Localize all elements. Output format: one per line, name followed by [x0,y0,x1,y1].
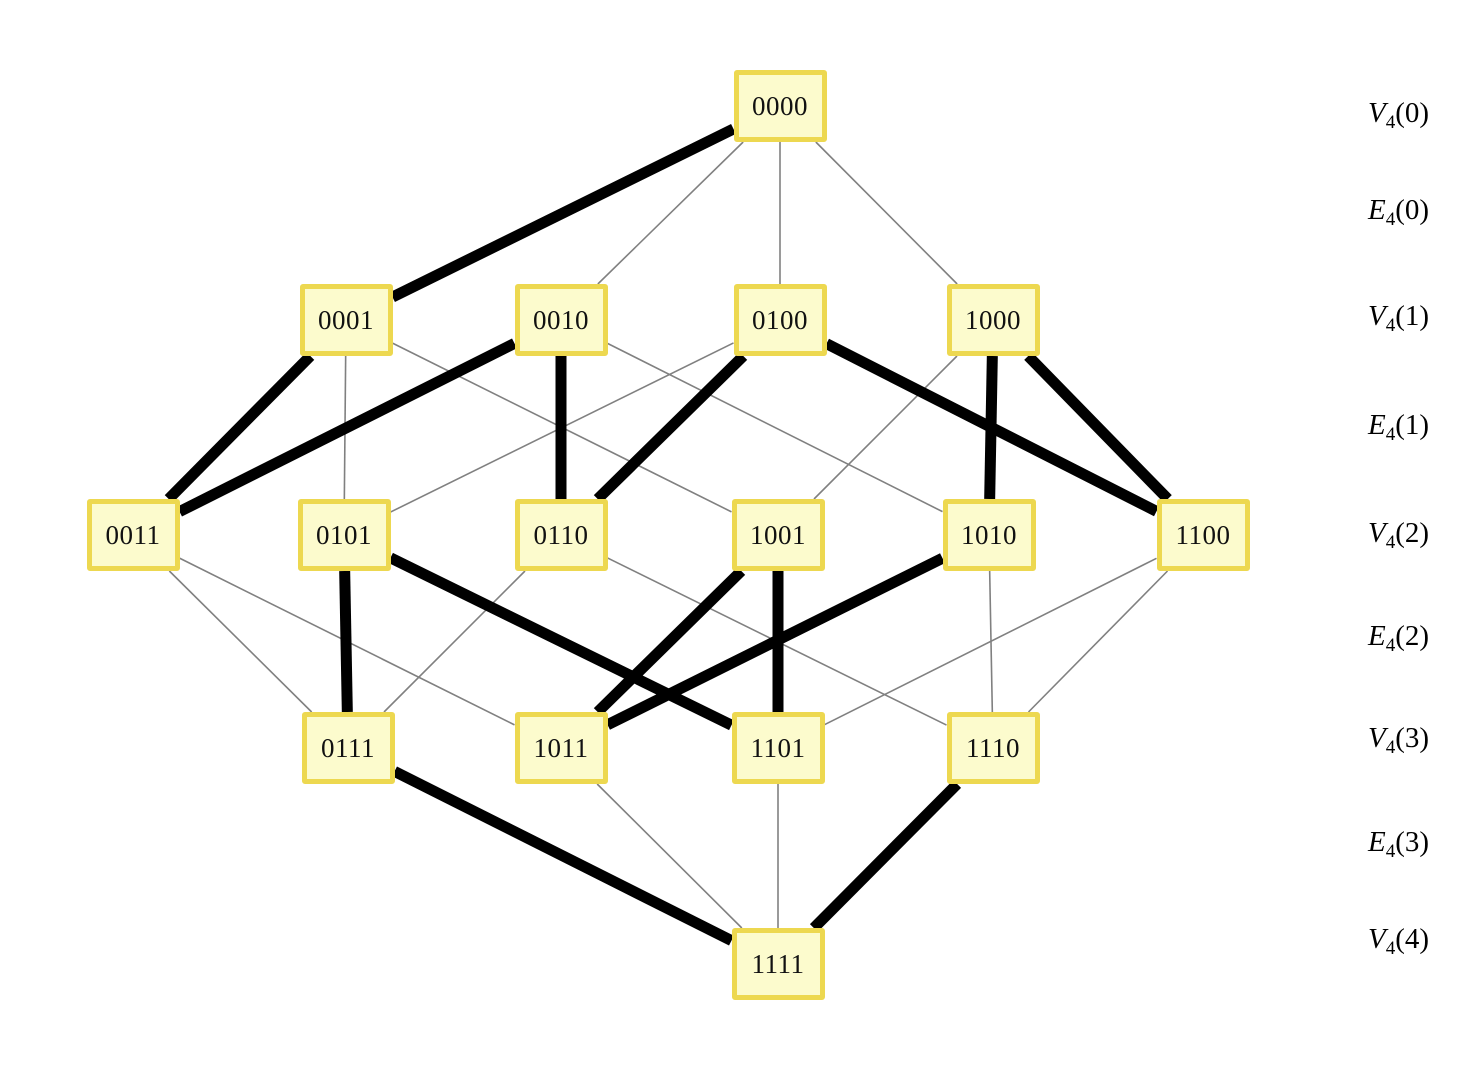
graph-node-0000[interactable]: 0000 [733,70,827,142]
node-label: 1101 [750,732,806,763]
cover-edge [813,355,958,500]
rank-label-letter: E [1368,408,1386,441]
rank-label-v4-3: V4(3) [1368,722,1429,759]
matching-edge [177,338,517,517]
matching-edge [164,352,315,503]
graph-node-1110[interactable]: 1110 [946,712,1040,784]
cover-edge [824,557,1157,726]
graph-node-0111[interactable]: 0111 [301,712,395,784]
rank-label-e4-0: E4(0) [1368,194,1429,231]
matching-edge [392,766,734,946]
graph-node-1000[interactable]: 1000 [946,284,1040,356]
node-label: 1000 [965,304,1021,335]
cover-edge [168,570,313,713]
node-label: 0100 [752,304,808,335]
matching-edge [390,123,736,303]
matching-edge [593,352,748,503]
graph-node-0101[interactable]: 0101 [297,499,391,571]
rank-label-subscript: 4 [1385,314,1396,336]
graph-node-1010[interactable]: 1010 [942,499,1036,571]
thick-edge-group [164,123,1172,946]
rank-label-subscript: 4 [1385,840,1396,862]
node-label: 0000 [752,90,808,121]
graph-node-0110[interactable]: 0110 [514,499,608,571]
rank-label-e4-3: E4(3) [1368,826,1429,863]
graph-node-1100[interactable]: 1100 [1156,499,1250,571]
rank-label-letter: V [1368,96,1386,129]
rank-label-subscript: 4 [1385,634,1396,656]
graph-node-1011[interactable]: 1011 [514,712,608,784]
rank-label-argument: (0) [1395,96,1430,129]
matching-edge [1024,352,1172,503]
node-label: 0010 [533,304,589,335]
rank-label-argument: (0) [1395,193,1430,226]
graph-node-1001[interactable]: 1001 [731,499,825,571]
rank-label-e4-2: E4(2) [1368,620,1429,657]
rank-label-argument: (2) [1395,516,1430,549]
matching-edge [339,570,353,713]
node-label: 0110 [533,519,589,550]
node-label: 0101 [316,519,372,550]
cover-edge [815,141,958,285]
node-label: 1011 [533,732,589,763]
graph-node-1101[interactable]: 1101 [731,712,825,784]
cover-edge [383,570,526,713]
rank-label-v4-4: V4(4) [1368,923,1429,960]
node-label: 0111 [321,732,375,763]
rank-label-subscript: 4 [1385,111,1396,133]
rank-label-letter: V [1368,516,1386,549]
rank-label-argument: (1) [1395,408,1430,441]
rank-label-e4-1: E4(1) [1368,409,1429,446]
cover-edge [1027,570,1169,713]
rank-label-subscript: 4 [1385,208,1396,230]
rank-label-letter: E [1368,825,1386,858]
rank-label-letter: V [1368,721,1386,754]
graph-node-1111[interactable]: 1111 [731,928,825,1000]
node-label: 0001 [318,304,374,335]
matching-edge [809,780,962,932]
rank-label-argument: (2) [1395,619,1430,652]
graph-node-0100[interactable]: 0100 [733,284,827,356]
matching-edge [984,355,998,500]
rank-label-argument: (3) [1395,721,1430,754]
graph-node-0011[interactable]: 0011 [86,499,180,571]
cover-edge [607,342,943,513]
rank-label-subscript: 4 [1385,423,1396,445]
rank-label-letter: V [1368,922,1386,955]
graph-node-0010[interactable]: 0010 [514,284,608,356]
rank-label-argument: (3) [1395,825,1430,858]
cover-edge [597,141,744,285]
node-label: 1010 [961,519,1017,550]
rank-label-subscript: 4 [1385,531,1396,553]
cover-edge [596,783,743,929]
rank-label-letter: E [1368,619,1386,652]
rank-label-argument: (1) [1395,299,1430,332]
rank-label-argument: (4) [1395,922,1430,955]
rank-label-v4-2: V4(2) [1368,517,1429,554]
node-label: 1111 [751,948,805,979]
node-label: 1110 [966,732,1020,763]
rank-label-v4-0: V4(0) [1368,97,1429,134]
rank-label-v4-1: V4(1) [1368,300,1429,337]
rank-label-letter: V [1368,299,1386,332]
matching-edge [605,553,945,730]
matching-edge [593,567,746,716]
rank-label-subscript: 4 [1385,937,1396,959]
node-label: 0011 [105,519,161,550]
node-label: 1100 [1175,519,1231,550]
matching-edge [388,552,734,731]
rank-label-subscript: 4 [1385,736,1396,758]
graph-node-0001[interactable]: 0001 [299,284,393,356]
rank-label-letter: E [1368,193,1386,226]
node-label: 1001 [750,519,806,550]
